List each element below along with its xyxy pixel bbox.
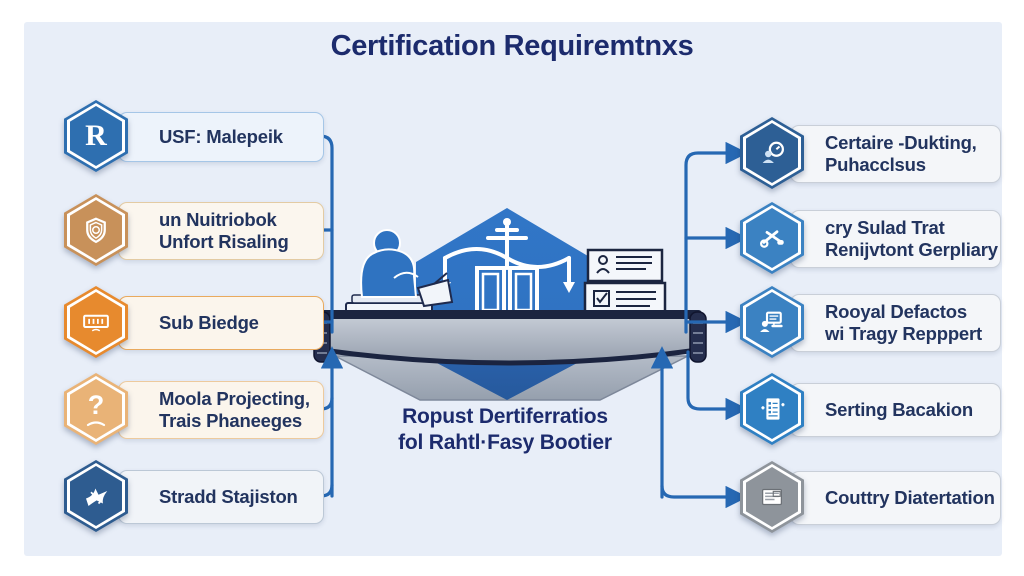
item-label: Serting Bacakion [825,399,973,421]
shield-icon [64,194,128,266]
center-caption-line2: fol Rahtl·Fasy Bootier [398,431,612,454]
dove-icon [64,460,128,532]
label-box: Rooyal Defactos wi Tragy Repppert [790,294,1001,352]
item-label: Moola Projecting, [159,388,310,410]
label-box: Couttry Diatertation [790,471,1001,525]
left-item-2: un Nuitriobok Unfort Risaling [0,194,1024,266]
item-label: Trais Phaneeges [159,410,303,431]
item-label: USF: Malepeik [159,126,283,148]
document-list-icon [740,373,804,445]
document-icon [740,461,804,533]
center-caption: Ropust Dertiferratios fol Rahtl·Fasy Boo… [340,404,670,456]
r-letter-icon: R [64,100,128,172]
item-label: Puhacclsus [825,154,926,175]
center-caption-line1: Ropust Dertiferratios [402,405,608,428]
label-box: Certaire -Dukting, Puhacclsus [790,125,1001,183]
label-box: Stradd Stajiston [118,470,324,524]
item-label: cry Sulad Trat [825,217,945,239]
label-box: un Nuitriobok Unfort Risaling [118,202,324,260]
item-label: Sub Biedge [159,312,259,334]
right-item-4: Serting Bacakion [0,373,1024,445]
right-item-2: cry Sulad Trat Renijvtont Gerpliary [0,202,1024,274]
seal-logo-icon [64,286,128,358]
item-label: Renijvtont Gerpliary [825,239,998,260]
left-item-4: Moola Projecting, Trais Phaneeges ? [0,373,1024,445]
question-mark-icon: ? [64,373,128,445]
item-label: Unfort Risaling [159,231,289,252]
right-item-3: Rooyal Defactos wi Tragy Repppert [0,286,1024,358]
right-item-1: Certaire -Dukting, Puhacclsus [0,117,1024,189]
workstation-icon [740,286,804,358]
item-label: Couttry Diatertation [825,487,995,509]
item-label: wi Tragy Repppert [825,323,982,344]
item-label: Stradd Stajiston [159,486,298,508]
left-item-5: Stradd Stajiston [0,460,1024,532]
page-title: Certification Requiremtnxs [330,30,694,62]
left-item-3: Sub Biedge [0,286,1024,358]
label-box: Moola Projecting, Trais Phaneeges [118,381,324,439]
item-label: Rooyal Defactos [825,301,967,323]
right-item-5: Couttry Diatertation [0,461,1024,533]
label-box: Serting Bacakion [790,383,1001,437]
item-label: un Nuitriobok [159,209,277,231]
label-box: cry Sulad Trat Renijvtont Gerpliary [790,210,1001,268]
item-label: Certaire -Dukting, [825,132,977,154]
person-clock-icon [740,117,804,189]
tools-icon [740,202,804,274]
